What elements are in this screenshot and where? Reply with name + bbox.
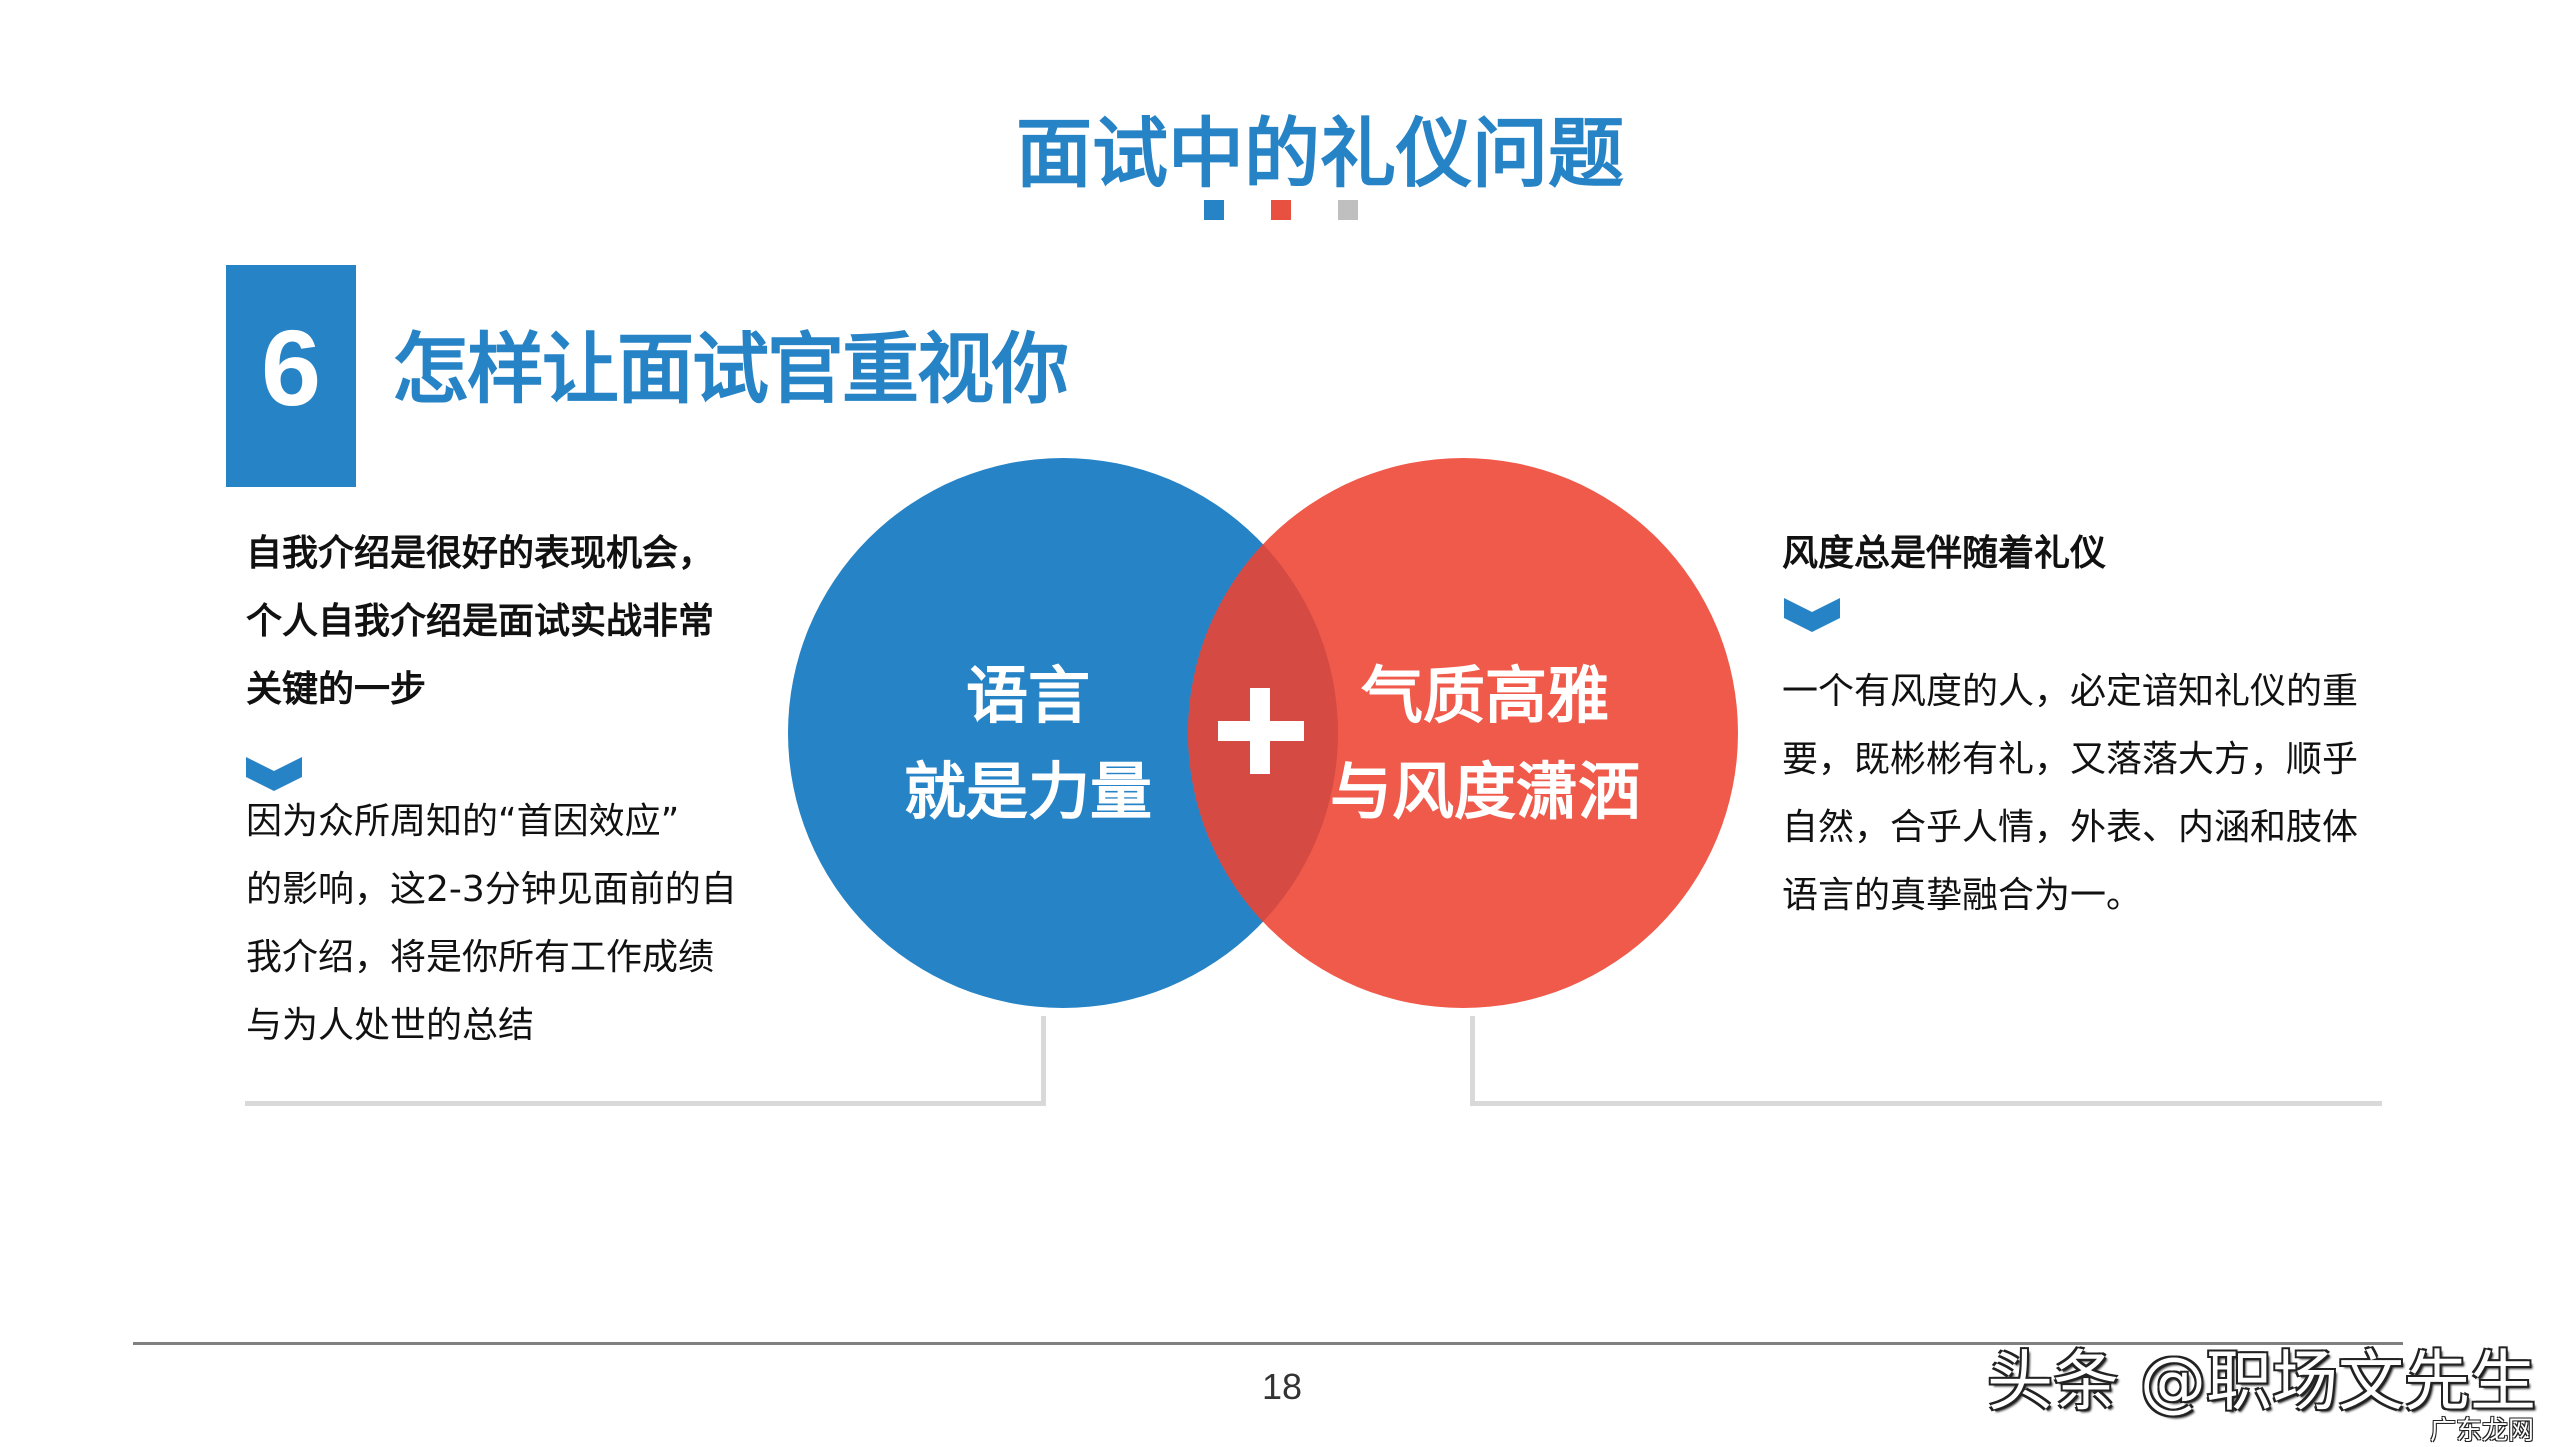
body-line: 因为众所周知的“首因效应” — [246, 801, 680, 842]
venn-right-line: 与风度潇洒 — [1329, 755, 1640, 828]
decor-dot-red — [1271, 200, 1291, 220]
left-panel-body: 因为众所周知的“首因效应” 的影响，这2-3分钟见面前的自 我介绍，将是你所有工… — [246, 788, 737, 1060]
left-bracket-horizontal — [245, 1101, 1046, 1106]
left-bracket-vertical — [1041, 1016, 1046, 1106]
right-panel-lead: 风度总是伴随着礼仪 — [1782, 520, 2106, 588]
watermark-small: 广东龙网 — [2430, 1416, 2535, 1446]
body-line: 自然，合乎人情，外表、内涵和肢体 — [1782, 807, 2359, 848]
venn-overlap — [1188, 458, 1338, 1008]
body-line: 与为人处世的总结 — [246, 1005, 535, 1046]
right-bracket-horizontal — [1470, 1101, 2382, 1106]
venn-left-line: 语言 — [965, 659, 1090, 732]
section-number: 6 — [260, 307, 322, 428]
chevron-down-icon — [1784, 598, 1840, 632]
page-number: 18 — [1262, 1366, 1303, 1407]
lead-line: 个人自我介绍是面试实战非常 — [246, 601, 715, 642]
chevron-down-icon — [246, 757, 302, 791]
venn-left-text: 语言 就是力量 — [878, 648, 1178, 840]
body-line: 一个有风度的人，必定谙知礼仪的重 — [1782, 671, 2359, 712]
body-line: 要，既彬彬有礼，又落落大方，顺乎 — [1782, 739, 2359, 780]
right-bracket-vertical — [1470, 1016, 1475, 1106]
venn-right-text: 气质高雅 与风度潇洒 — [1320, 648, 1650, 840]
section-number-badge: 6 — [226, 265, 356, 487]
watermark: 头条 @职场文先生 — [1987, 1343, 2536, 1420]
venn-left-line: 就是力量 — [903, 755, 1152, 828]
venn-right-line: 气质高雅 — [1360, 659, 1609, 732]
decor-dot-gray — [1338, 200, 1358, 220]
footer-divider — [133, 1342, 2403, 1345]
plus-icon — [1218, 688, 1304, 774]
decor-dot-blue — [1204, 200, 1224, 220]
slide-title: 面试中的礼仪问题 — [1016, 109, 1624, 198]
body-line: 我介绍，将是你所有工作成绩 — [246, 937, 715, 978]
lead-line: 关键的一步 — [246, 669, 427, 710]
section-heading: 怎样让面试官重视你 — [392, 326, 1069, 415]
right-panel-body: 一个有风度的人，必定谙知礼仪的重 要，既彬彬有礼，又落落大方，顺乎 自然，合乎人… — [1782, 658, 2358, 930]
body-line: 的影响，这2-3分钟见面前的自 — [246, 869, 737, 910]
lead-line: 自我介绍是很好的表现机会， — [246, 533, 715, 574]
lead-line: 风度总是伴随着礼仪 — [1782, 533, 2107, 574]
body-line: 语言的真挚融合为一。 — [1782, 875, 2143, 916]
left-panel-lead: 自我介绍是很好的表现机会， 个人自我介绍是面试实战非常 关键的一步 — [246, 520, 714, 724]
